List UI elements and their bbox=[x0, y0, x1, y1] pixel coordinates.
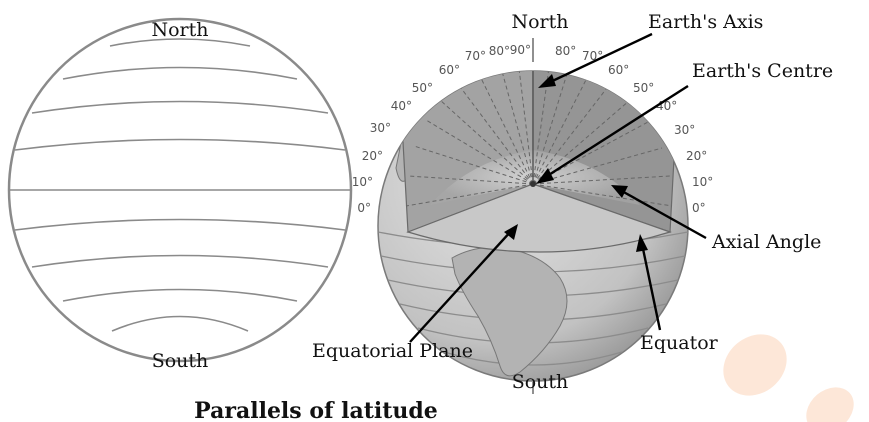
latitude-radial-line bbox=[532, 183, 673, 207]
arrow-earths-axis bbox=[545, 32, 653, 86]
left-globe: North South bbox=[7, 17, 353, 372]
arrow-equator bbox=[640, 243, 662, 331]
watermark bbox=[723, 334, 854, 422]
latitude-radial-line bbox=[532, 175, 671, 185]
deg-label-left-30: 30° bbox=[370, 121, 391, 135]
label-equator: Equator bbox=[640, 332, 719, 354]
deg-label-left-80: 80° bbox=[489, 44, 510, 58]
right-south-label: South bbox=[512, 371, 569, 393]
right-globe: 90° 80° 70° 60° 50° 40° 30° 20° 10° 0° 8… bbox=[312, 11, 833, 394]
deg-label-right-30: 30° bbox=[674, 123, 695, 137]
label-equatorial-plane: Equatorial Plane bbox=[312, 340, 473, 362]
arrow-earths-centre bbox=[543, 84, 689, 180]
latitude-radials bbox=[405, 71, 673, 207]
deg-label-left-10: 10° bbox=[352, 175, 373, 189]
degree-labels-left: 90° 80° 70° 60° 50° 40° 30° 20° 10° 0° bbox=[352, 43, 531, 215]
latitude-radial-line bbox=[532, 83, 611, 185]
degree-labels-right: 80° 70° 60° 50° 40° 30° 20° 10° 0° bbox=[555, 44, 713, 215]
core-glow bbox=[430, 150, 640, 205]
label-axial-angle: Axial Angle bbox=[711, 231, 821, 253]
deg-label-left-50: 50° bbox=[412, 81, 433, 95]
label-earths-axis: Earth's Axis bbox=[648, 11, 763, 33]
deg-label-right-60: 60° bbox=[608, 63, 629, 77]
arrow-equatorial-plane bbox=[409, 229, 513, 343]
equatorial-plane bbox=[406, 183, 672, 253]
deg-label-right-10: 10° bbox=[692, 175, 713, 189]
deg-label-left-0: 0° bbox=[357, 201, 371, 215]
deg-label-left-90: 90° bbox=[510, 43, 531, 57]
deg-label-left-60: 60° bbox=[439, 63, 460, 77]
deg-label-right-40: 40° bbox=[656, 99, 677, 113]
deg-label-left-20: 20° bbox=[362, 149, 383, 163]
left-south-label: South bbox=[152, 350, 209, 372]
deg-label-right-20: 20° bbox=[686, 149, 707, 163]
arrow-axial-angle bbox=[619, 188, 707, 240]
latitude-radial-line bbox=[405, 183, 534, 207]
right-north-label: North bbox=[511, 11, 568, 33]
left-parallels bbox=[14, 38, 346, 332]
callout-arrows bbox=[409, 32, 707, 343]
deg-label-left-40: 40° bbox=[391, 99, 412, 113]
deg-label-left-70: 70° bbox=[465, 49, 486, 63]
figure-caption: Parallels of latitude bbox=[194, 398, 438, 422]
earth-centre-dot bbox=[530, 181, 536, 187]
left-north-label: North bbox=[151, 19, 208, 41]
latitude-radial-line bbox=[532, 147, 663, 185]
deg-label-right-0: 0° bbox=[692, 201, 706, 215]
latitude-radial-line bbox=[532, 99, 631, 185]
deg-label-right-50: 50° bbox=[633, 81, 654, 95]
label-earths-centre: Earth's Centre bbox=[692, 60, 833, 82]
deg-label-right-80: 80° bbox=[555, 44, 576, 58]
